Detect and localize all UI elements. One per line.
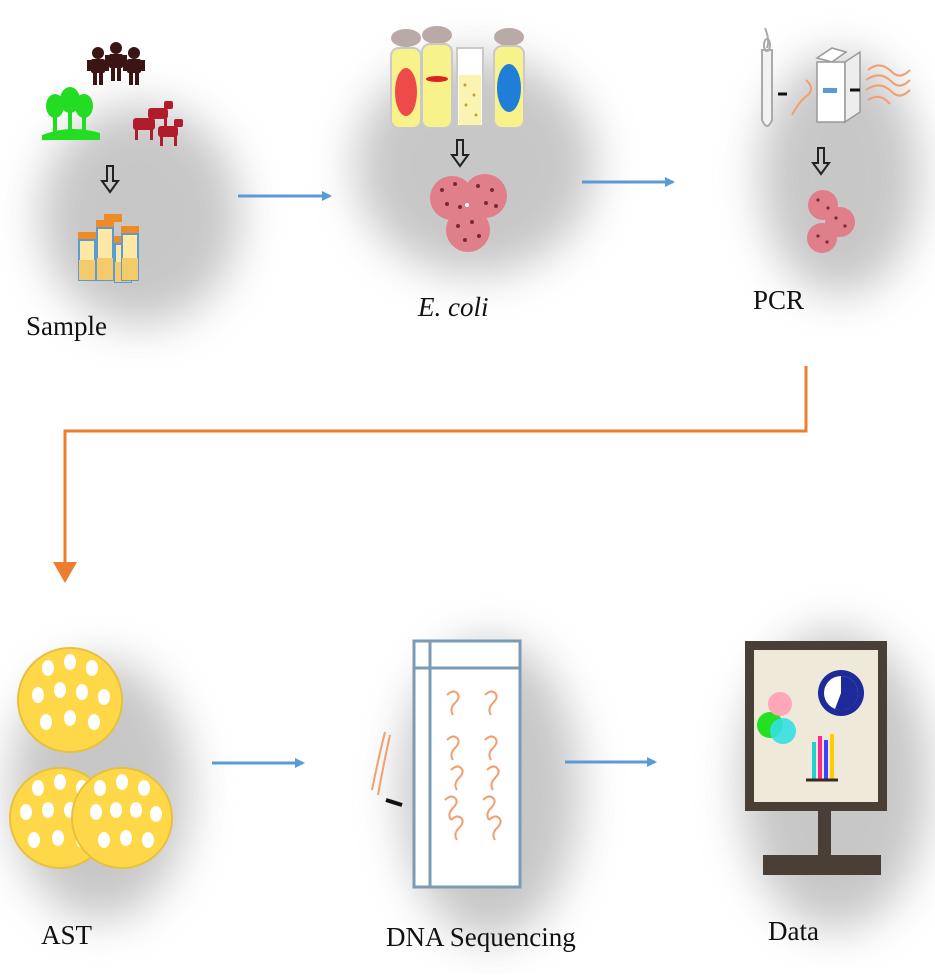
label-dna-sequencing: DNA Sequencing — [386, 922, 576, 952]
sample-group — [42, 42, 183, 283]
venn-diagram-icon — [757, 692, 796, 744]
dna-sequencing-group — [371, 639, 522, 889]
bacteria-cluster-icon — [430, 174, 507, 252]
dna-fragment-icon — [791, 79, 812, 116]
dna-strand-icon — [371, 731, 391, 796]
label-ecoli: E. coli — [418, 292, 489, 322]
pcr-tube-icon — [761, 27, 773, 127]
orange-arrowhead — [53, 562, 77, 583]
ecoli-group — [390, 26, 525, 252]
pcr-machine-icon — [815, 47, 861, 124]
data-group — [745, 641, 887, 875]
ast-group — [9, 647, 173, 869]
down-arrow-icon — [811, 147, 831, 176]
human-icon — [87, 42, 145, 85]
down-arrow-icon — [100, 165, 120, 194]
connector-dash — [385, 798, 403, 807]
sequencing-gel-icon — [412, 639, 522, 889]
label-ast: AST — [41, 920, 93, 950]
pie-chart-icon — [818, 670, 864, 716]
plant-icon — [42, 87, 100, 140]
orange-connector — [63, 366, 808, 565]
down-arrow-icon — [450, 139, 470, 168]
amplified-dna-icon — [865, 64, 911, 105]
animal-icon — [133, 101, 183, 146]
label-data: Data — [768, 916, 819, 946]
label-sample: Sample — [26, 311, 107, 341]
pcr-group — [761, 27, 911, 253]
agar-plate-icon — [71, 767, 173, 869]
agar-plate-icon — [17, 647, 123, 753]
bar-chart-icon — [806, 734, 838, 782]
label-pcr: PCR — [753, 285, 805, 315]
sample-vials-icon — [78, 214, 139, 283]
bacteria-cluster-icon — [807, 190, 855, 253]
culture-tubes-icon — [390, 26, 525, 129]
